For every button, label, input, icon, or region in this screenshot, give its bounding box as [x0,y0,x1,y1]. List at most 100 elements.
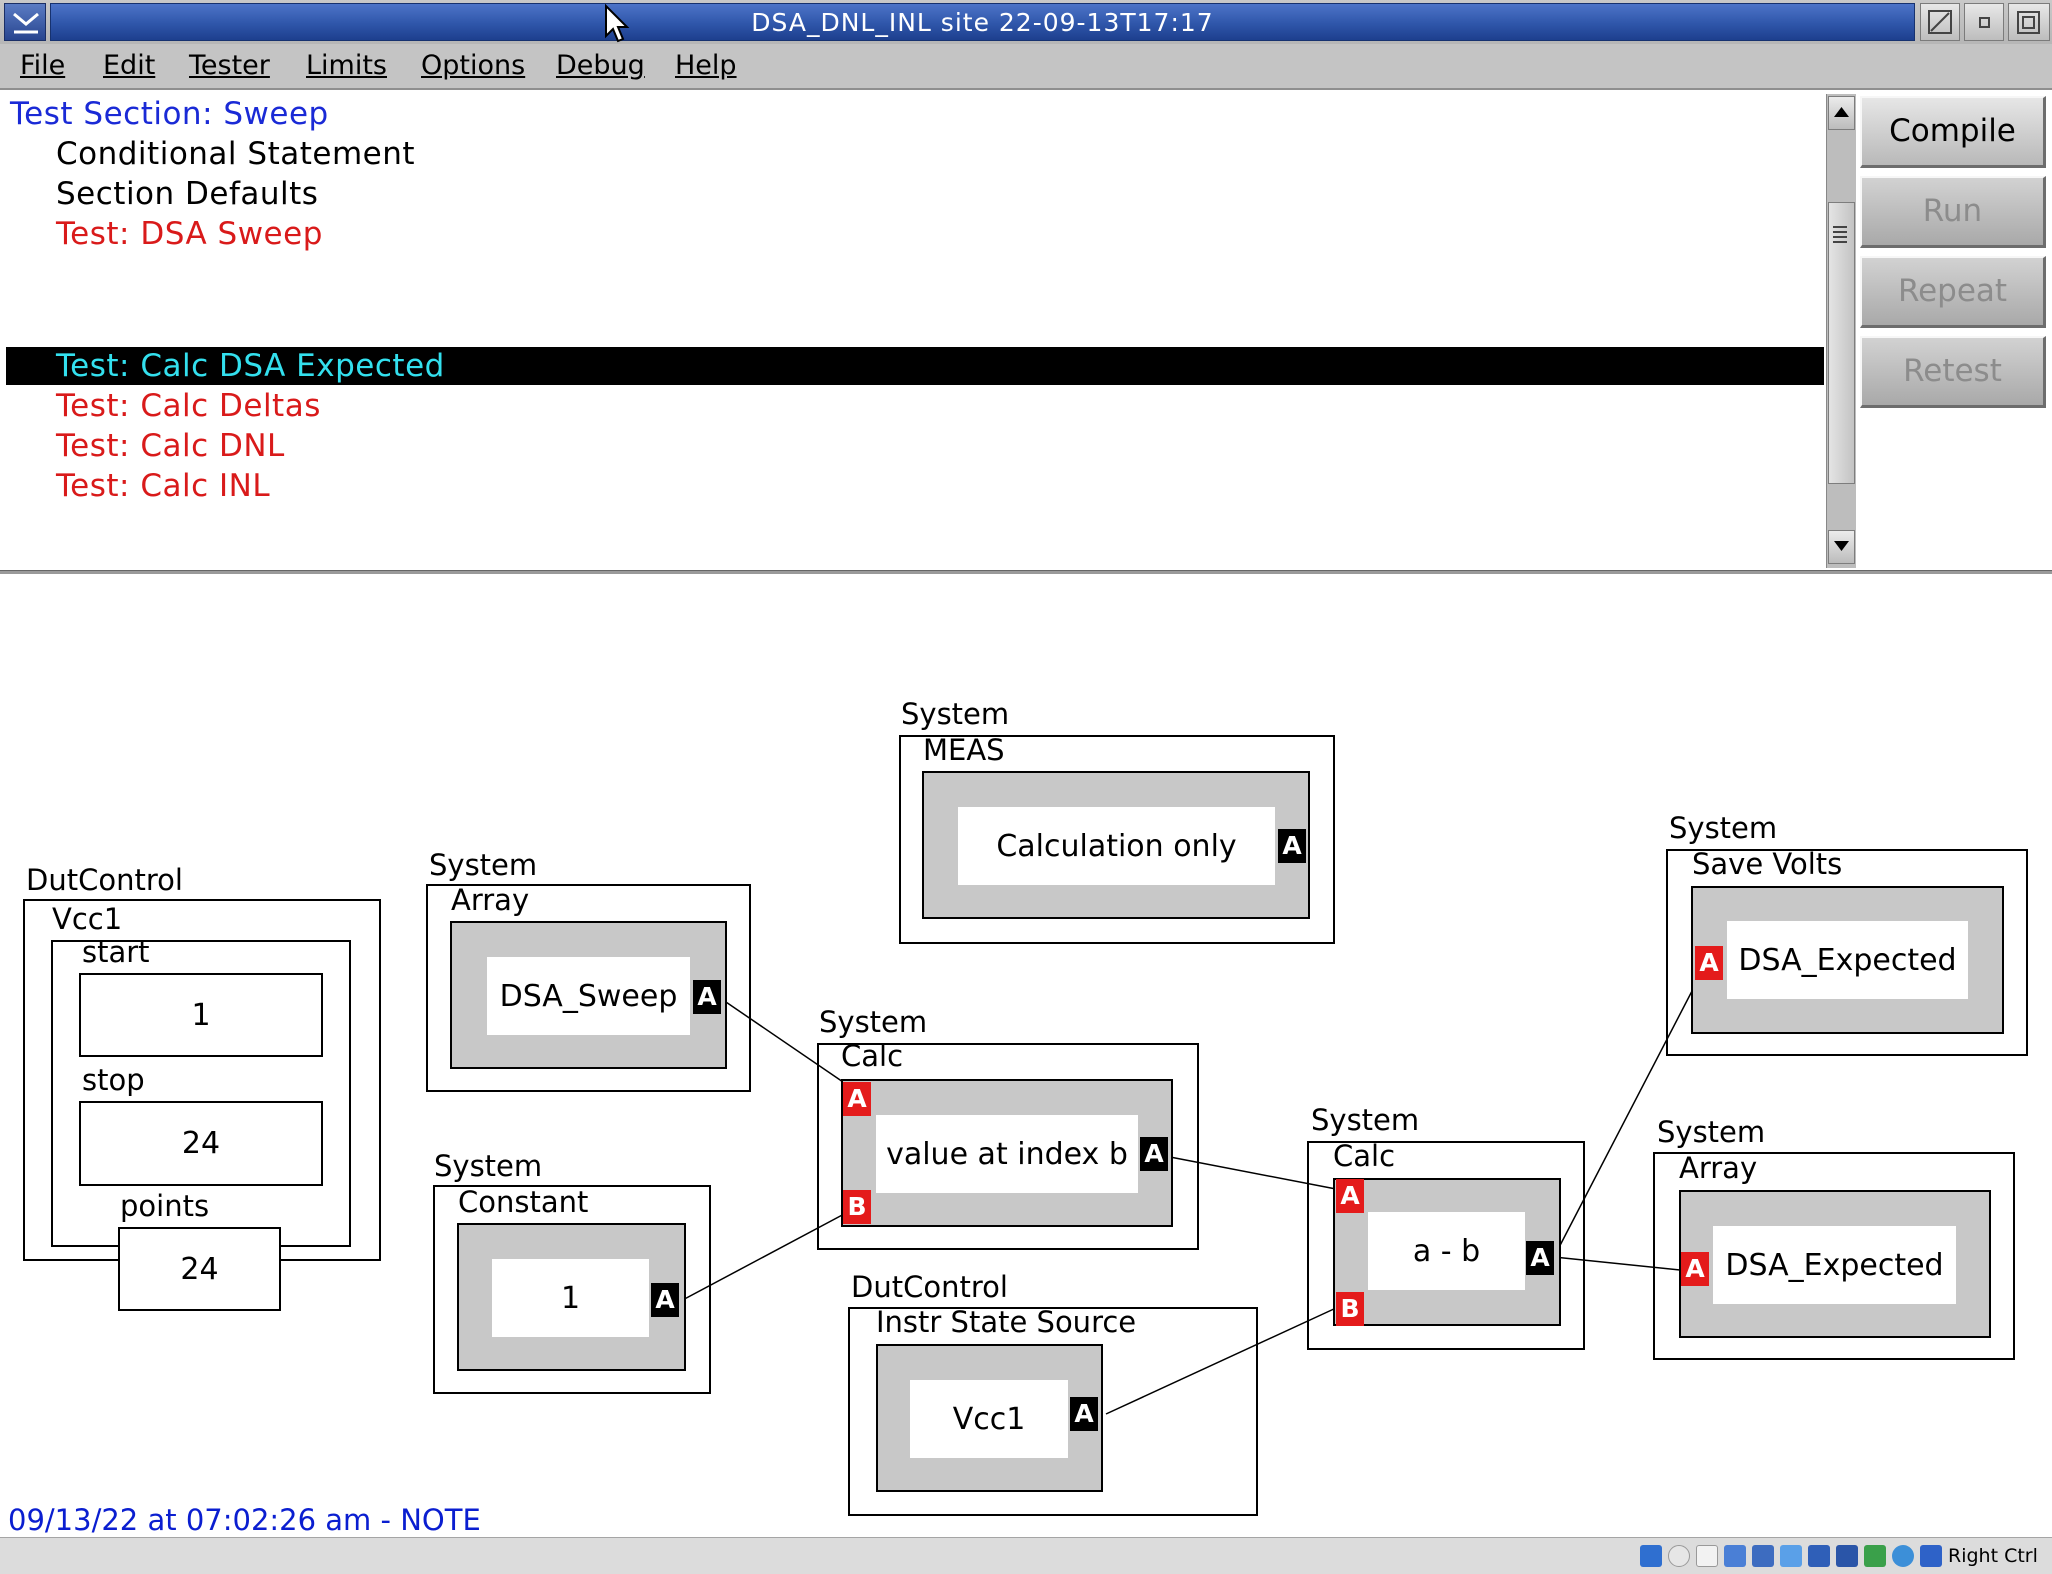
expected-array-input-port[interactable]: A [1681,1252,1709,1286]
instr-source-value: Vcc1 [910,1380,1068,1458]
instr-source-output-port[interactable]: A [1070,1397,1098,1431]
sweep-array-type-label: Array [451,883,530,917]
tree-item-dsa-sweep[interactable]: Test: DSA Sweep [56,216,323,252]
save-volts-block[interactable] [1666,849,2028,1056]
optical-drive-icon[interactable] [1668,1545,1690,1567]
sweep-array-block[interactable] [426,884,751,1092]
scroll-grip-icon [1833,226,1847,243]
keyboard-capture-icon[interactable] [1920,1545,1942,1567]
globe-icon[interactable] [1892,1545,1914,1567]
constant-category-label: System [434,1149,543,1183]
stop-field[interactable]: 24 [79,1101,323,1186]
calc-diff-value: a - b [1368,1212,1525,1290]
calc-diff-output-port[interactable]: A [1526,1241,1554,1275]
calc-index-block[interactable] [817,1043,1199,1250]
floppy-icon[interactable] [1696,1545,1718,1567]
wire-diff-to-array [1553,1256,1681,1271]
vcc1-category-label: DutControl [26,863,183,897]
calc-index-input-b-port[interactable]: B [843,1190,871,1224]
tree-item-calc-dnl[interactable]: Test: Calc DNL [56,428,285,464]
instr-source-category-label: DutControl [851,1270,1008,1304]
compile-button[interactable]: Compile [1860,96,2046,168]
arrow-up-icon [1834,107,1849,117]
tree-item-conditional-statement[interactable]: Conditional Statement [56,136,416,172]
sweep-array-category-label: System [429,848,538,882]
points-label: points [120,1189,210,1223]
constant-output-port[interactable]: A [651,1283,679,1317]
tree-item-calc-dsa-expected[interactable]: Test: Calc DSA Expected [56,348,445,384]
menu-options[interactable]: Options [421,50,526,81]
recording-icon[interactable] [1836,1545,1858,1567]
usb-icon[interactable] [1752,1545,1774,1567]
minimize-icon [1979,17,1990,28]
meas-type-label: MEAS [923,733,1005,767]
network-icon[interactable] [1724,1545,1746,1567]
tree-item-calc-inl[interactable]: Test: Calc INL [56,468,271,504]
instr-source-block[interactable] [848,1307,1258,1516]
expected-array-category-label: System [1657,1115,1766,1149]
points-field[interactable]: 24 [118,1227,281,1311]
expected-array-type-label: Array [1679,1151,1758,1185]
tree-item-calc-deltas[interactable]: Test: Calc Deltas [56,388,321,424]
cpu-icon[interactable] [1864,1545,1886,1567]
expected-array-block[interactable] [1653,1152,2015,1360]
start-field[interactable]: 1 [79,973,323,1057]
wire-sweep-to-calc-a [722,999,847,1085]
scroll-up-button[interactable] [1828,96,1855,130]
arrow-down-icon [1834,541,1849,551]
pane-splitter[interactable] [0,570,2052,575]
retest-button[interactable]: Retest [1860,336,2046,408]
menu-help[interactable]: Help [675,50,737,81]
status-message: 09/13/22 at 07:02:26 am - NOTE [8,1503,481,1537]
tree-item-section-defaults[interactable]: Section Defaults [56,176,319,212]
calc-index-output-port[interactable]: A [1140,1137,1168,1171]
menu-edit[interactable]: Edit [103,50,156,81]
save-volts-input-port[interactable]: A [1695,946,1723,980]
menu-debug[interactable]: Debug [556,50,645,81]
sweep-array-output-port[interactable]: A [693,980,721,1014]
constant-block[interactable] [433,1185,711,1394]
run-button[interactable]: Run [1860,176,2046,248]
resize-button[interactable] [1920,3,1960,41]
mouse-cursor-icon [605,4,630,43]
menu-tester[interactable]: Tester [189,50,270,81]
window-menu-button[interactable] [4,3,46,41]
maximize-button[interactable] [2008,3,2050,41]
sweep-array-value: DSA_Sweep [487,957,690,1035]
calc-diff-block[interactable] [1307,1141,1585,1350]
shared-folder-icon[interactable] [1780,1545,1802,1567]
constant-type-label: Constant [458,1185,589,1219]
action-button-panel: Compile Run Repeat Retest [1858,90,2052,570]
tree-scrollbar[interactable] [1826,94,1856,568]
maximize-icon [2017,11,2040,34]
menu-bar: File Edit Tester Limits Options Debug He… [0,44,2052,90]
calc-index-category-label: System [819,1005,928,1039]
menu-file[interactable]: File [20,50,66,81]
meas-value: Calculation only [958,807,1275,885]
display-icon[interactable] [1808,1545,1830,1567]
repeat-button[interactable]: Repeat [1860,256,2046,328]
calc-index-input-a-port[interactable]: A [843,1082,871,1116]
scrollbar-thumb[interactable] [1828,202,1855,484]
calc-index-value: value at index b [876,1115,1138,1193]
calc-diff-input-a-port[interactable]: A [1336,1179,1364,1213]
meas-block[interactable] [899,735,1335,944]
scroll-down-button[interactable] [1828,530,1855,564]
help-icon[interactable] [1640,1545,1662,1567]
test-tree-panel: Test Section: Sweep Conditional Statemen… [0,90,1859,570]
meas-category-label: System [901,697,1010,731]
window-menu-icon [13,12,39,34]
calc-index-type-label: Calc [841,1039,904,1073]
calc-diff-type-label: Calc [1333,1139,1396,1173]
instr-source-type-label: Instr State Source [876,1305,1137,1339]
tree-item-section-sweep[interactable]: Test Section: Sweep [10,96,329,132]
title-bar: DSA_DNL_INL site 22-09-13T17:17 [0,0,2052,45]
host-key-label: Right Ctrl [1948,1545,2038,1567]
wire-diff-to-save [1553,965,1706,1258]
calc-diff-input-b-port[interactable]: B [1336,1292,1364,1326]
meas-output-port[interactable]: A [1278,829,1306,863]
expected-array-value: DSA_Expected [1713,1226,1956,1304]
minimize-button[interactable] [1964,3,2004,41]
vcc1-name-label: Vcc1 [52,902,123,936]
menu-limits[interactable]: Limits [306,50,387,81]
